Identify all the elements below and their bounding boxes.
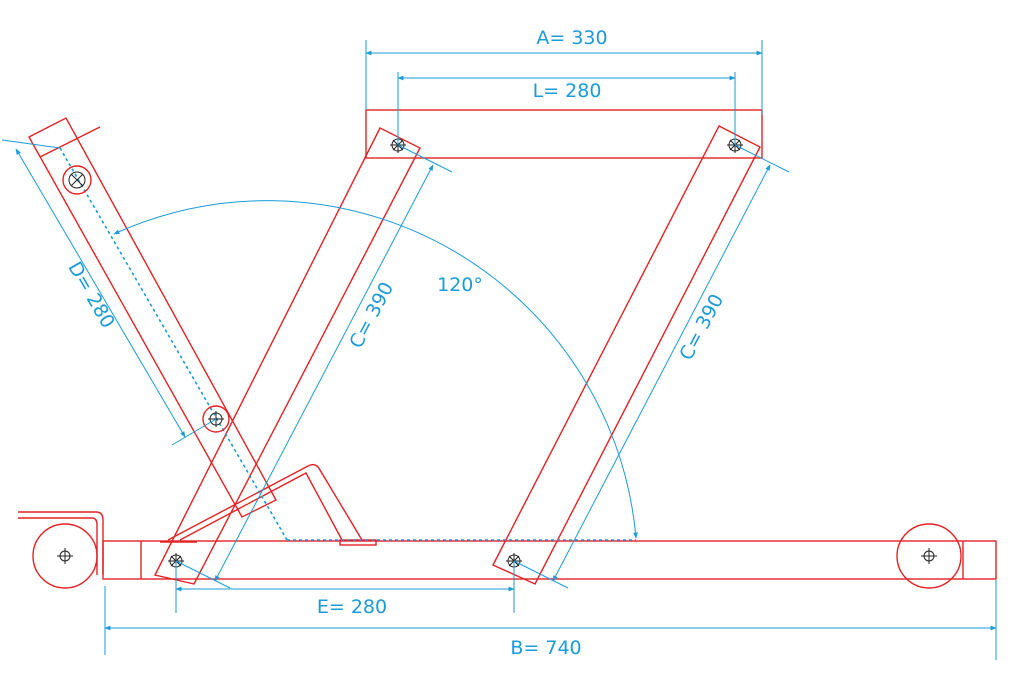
angle-label: 120°: [437, 274, 483, 296]
top-platform: [365, 109, 763, 159]
right-wheel: [896, 523, 962, 589]
dimension-c-right-label: C= 390: [675, 290, 728, 363]
scissor-arm-left: [153, 127, 421, 585]
left-end-bracket: [18, 511, 104, 575]
raising-arm-d: [28, 117, 277, 518]
wheel-icon: [57, 548, 937, 564]
dimension-d: D= 280: [1, 139, 217, 446]
dimension-c-right: C= 390: [513, 144, 790, 589]
dimension-e-label: E= 280: [317, 596, 387, 618]
dimension-l-label: L= 280: [533, 80, 602, 102]
pivot-crosshair-icon: [62, 165, 92, 195]
dimension-l: L= 280: [397, 72, 736, 145]
dimension-c-left-label: C= 390: [345, 278, 398, 351]
dimension-a: A= 330: [365, 27, 763, 115]
left-wheel: [32, 523, 98, 589]
dimension-b-label: B= 740: [510, 637, 581, 659]
dimension-c-left: C= 390: [175, 144, 453, 589]
dimension-b: B= 740: [104, 580, 997, 660]
dimension-d-label: D= 280: [63, 258, 118, 332]
gas-spring-bracket: [167, 463, 377, 546]
pivot-bolt-icon: [168, 137, 743, 569]
dimension-e: E= 280: [175, 561, 515, 618]
angle-dimension: 120°: [113, 200, 638, 539]
scissor-arm-right: [492, 125, 761, 585]
dimension-a-label: A= 330: [536, 27, 607, 49]
base-frame: [102, 540, 997, 580]
